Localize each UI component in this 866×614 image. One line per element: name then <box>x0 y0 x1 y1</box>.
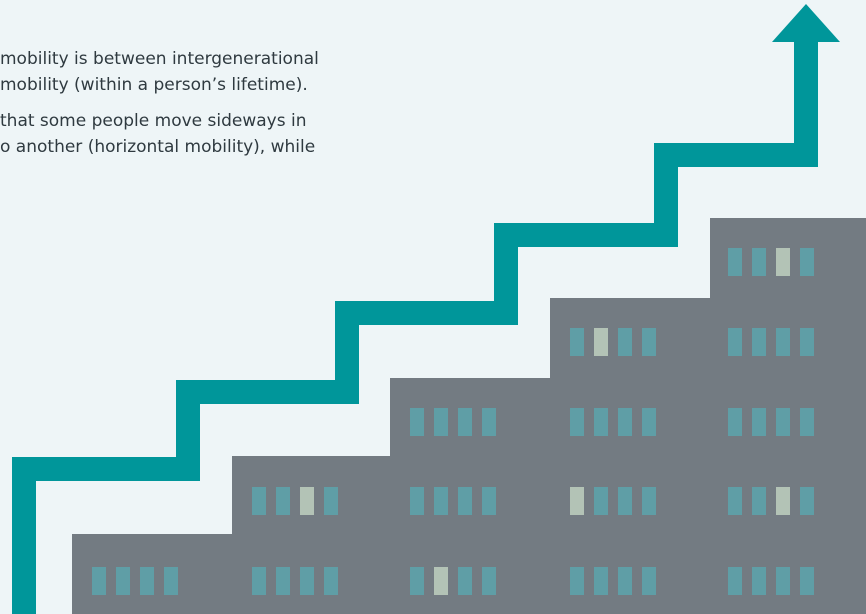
window <box>276 567 290 595</box>
window <box>728 248 742 276</box>
window <box>800 408 814 436</box>
window <box>458 567 472 595</box>
window <box>594 487 608 515</box>
window <box>800 567 814 595</box>
window <box>324 567 338 595</box>
window <box>752 408 766 436</box>
window <box>570 408 584 436</box>
window <box>776 408 790 436</box>
lit-window <box>776 487 790 515</box>
window <box>728 328 742 356</box>
window <box>594 567 608 595</box>
window <box>458 487 472 515</box>
window <box>728 408 742 436</box>
window <box>752 567 766 595</box>
window <box>642 408 656 436</box>
window <box>618 328 632 356</box>
window <box>642 567 656 595</box>
lit-window <box>594 328 608 356</box>
lit-window <box>300 487 314 515</box>
building-windows <box>92 248 814 595</box>
window <box>618 408 632 436</box>
window <box>252 487 266 515</box>
window <box>776 328 790 356</box>
window <box>642 328 656 356</box>
window <box>458 408 472 436</box>
window <box>570 328 584 356</box>
paragraph-2: that some people move sideways in o anot… <box>0 108 450 160</box>
window <box>752 487 766 515</box>
window <box>800 487 814 515</box>
window <box>140 567 154 595</box>
window <box>482 487 496 515</box>
window <box>252 567 266 595</box>
window <box>410 567 424 595</box>
window <box>594 408 608 436</box>
window <box>728 567 742 595</box>
staircase-arrow-icon <box>12 40 818 614</box>
lit-window <box>434 567 448 595</box>
window <box>300 567 314 595</box>
window <box>482 408 496 436</box>
window <box>570 567 584 595</box>
window <box>324 487 338 515</box>
body-text: mobility is between intergenerational mo… <box>0 46 450 160</box>
lit-window <box>776 248 790 276</box>
window <box>410 408 424 436</box>
window <box>276 487 290 515</box>
lit-window <box>570 487 584 515</box>
arrow-head-icon <box>772 4 840 42</box>
window <box>618 487 632 515</box>
window <box>164 567 178 595</box>
window <box>618 567 632 595</box>
window <box>116 567 130 595</box>
window <box>752 248 766 276</box>
window <box>800 328 814 356</box>
paragraph-1-line-1: mobility is between intergenerational <box>0 49 319 69</box>
window <box>642 487 656 515</box>
window <box>752 328 766 356</box>
paragraph-1-line-2: mobility (within a person’s lifetime). <box>0 75 308 95</box>
window <box>92 567 106 595</box>
window <box>776 567 790 595</box>
window <box>434 408 448 436</box>
window <box>800 248 814 276</box>
paragraph-1: mobility is between intergenerational mo… <box>0 46 450 98</box>
window <box>434 487 448 515</box>
window <box>410 487 424 515</box>
paragraph-2-line-1: that some people move sideways in <box>0 111 307 131</box>
window <box>482 567 496 595</box>
window <box>728 487 742 515</box>
paragraph-2-line-2: o another (horizontal mobility), while <box>0 137 316 157</box>
